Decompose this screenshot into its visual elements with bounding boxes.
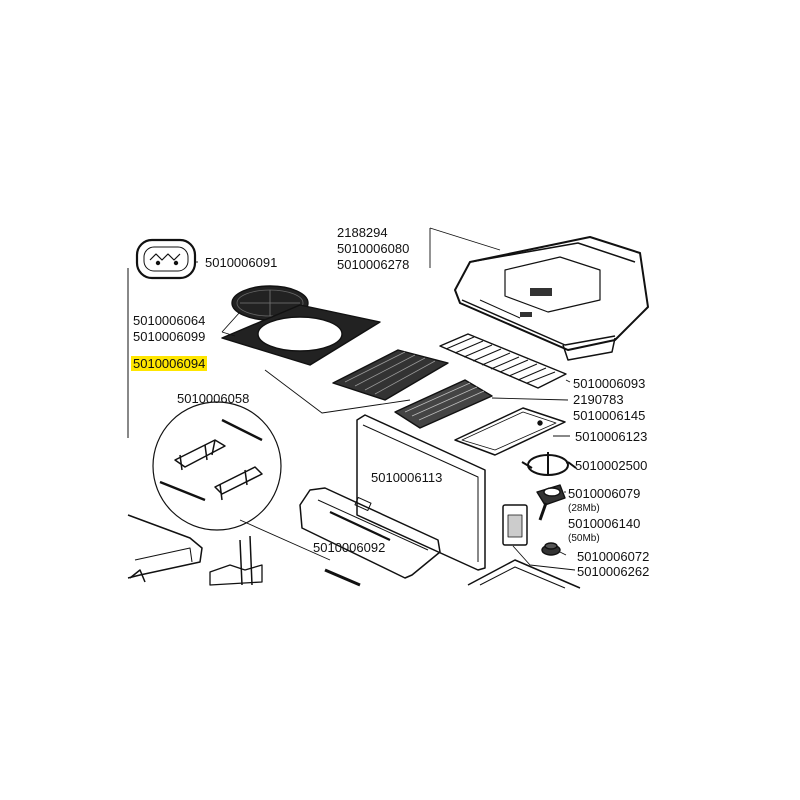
bottom-tray-part xyxy=(467,559,581,589)
side-frame-part xyxy=(356,414,486,571)
label-5010006058: 5010006058 xyxy=(177,391,250,406)
label-5010006262: 5010006262 xyxy=(577,564,650,579)
ring-burner-part xyxy=(521,452,577,476)
label-5010006064: 5010006064 xyxy=(133,313,206,328)
label-5010006113: 5010006113 xyxy=(371,470,443,485)
warming-rack-part xyxy=(439,333,567,389)
label-2188294: 2188294 xyxy=(337,225,388,240)
label-5010002500: 5010002500 xyxy=(575,458,648,473)
round-opening-plate-part xyxy=(221,304,381,366)
burner-valve-part xyxy=(536,484,566,521)
label-5010006091: 5010006091 xyxy=(205,255,278,270)
igniter-box-part xyxy=(502,504,528,546)
highlighted-grate-part xyxy=(332,349,449,401)
grill-lid-part xyxy=(454,236,649,361)
note-50mb: (50Mb) xyxy=(568,533,600,544)
control-badge-part xyxy=(135,238,197,280)
note-28mb: (28Mb) xyxy=(568,503,600,514)
bracket-detail-circle xyxy=(152,401,282,531)
label-5010006080: 5010006080 xyxy=(337,241,410,256)
label-5010006123: 5010006123 xyxy=(575,429,648,444)
label-5010006072: 5010006072 xyxy=(577,549,650,564)
griddle-plate-part xyxy=(454,407,566,456)
control-knob-part xyxy=(541,542,561,556)
cross-bar-part xyxy=(324,568,361,587)
cart-base-part xyxy=(127,514,263,586)
label-5010006079: 5010006079 xyxy=(568,486,641,501)
label-2190783: 2190783 xyxy=(573,392,624,407)
label-5010006145: 5010006145 xyxy=(573,408,646,423)
label-5010006099: 5010006099 xyxy=(133,329,206,344)
label-5010006093: 5010006093 xyxy=(573,376,646,391)
label-5010006278: 5010006278 xyxy=(337,257,410,272)
front-panel-part xyxy=(299,487,441,579)
label-5010006140: 5010006140 xyxy=(568,516,641,531)
label-5010006094-highlighted: 5010006094 xyxy=(131,356,208,371)
leader-lines xyxy=(196,227,576,571)
label-5010006092: 5010006092 xyxy=(313,540,386,555)
cast-grate-part xyxy=(394,379,493,429)
